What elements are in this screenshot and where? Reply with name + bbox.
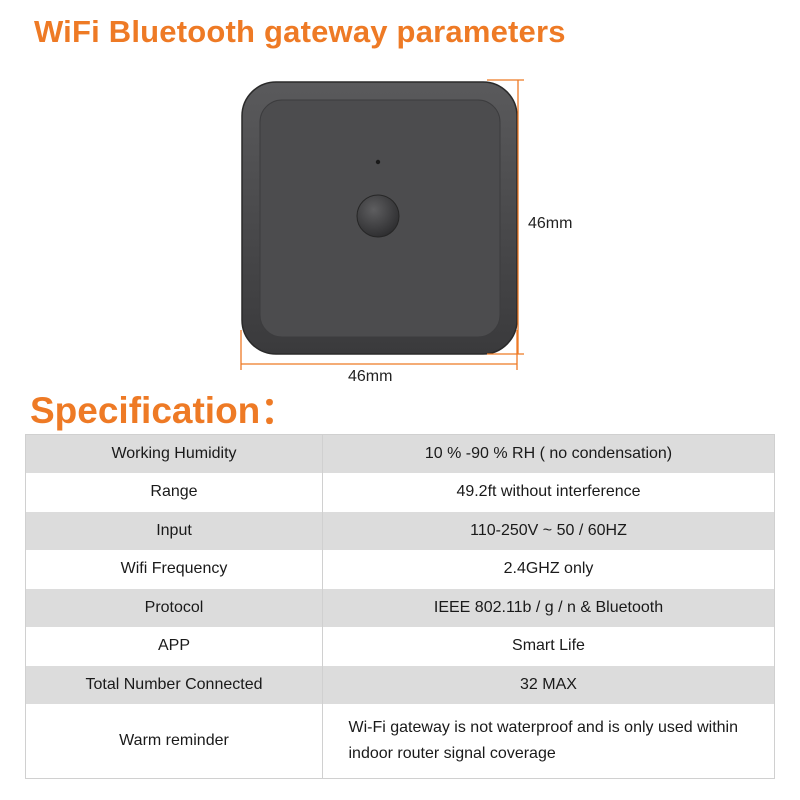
device-illustration: 46mm 46mm: [240, 79, 573, 385]
spec-value: 10 % -90 % RH ( no condensation): [322, 434, 775, 473]
spec-value: 32 MAX: [322, 665, 775, 704]
spec-label: Wifi Frequency: [25, 550, 323, 589]
specification-heading: Specification：: [30, 390, 298, 431]
page-title: WiFi Bluetooth gateway parameters: [34, 14, 566, 49]
table-row: Wifi Frequency 2.4GHZ only: [25, 550, 775, 589]
spec-value: IEEE 802.11b / g / n & Bluetooth: [322, 588, 775, 627]
spec-value-cell: Wi-Fi gateway is not waterproof and is o…: [322, 704, 775, 778]
table-row: Input 110-250V ~ 50 / 60HZ: [25, 511, 775, 550]
spec-value: 110-250V ~ 50 / 60HZ: [322, 511, 775, 550]
spec-label: Input: [25, 511, 323, 550]
table-row: Total Number Connected 32 MAX: [25, 665, 775, 704]
width-dimension-line: [240, 330, 518, 370]
device-button: [356, 194, 400, 238]
height-label: 46mm: [528, 215, 573, 232]
specification-table: Working Humidity 10 % -90 % RH ( no cond…: [25, 434, 775, 779]
spec-label: Range: [25, 473, 323, 512]
table-row: APP Smart Life: [25, 627, 775, 666]
table-row: Warm reminder Wi-Fi gateway is not water…: [25, 704, 775, 778]
spec-label: Working Humidity: [25, 434, 323, 473]
spec-value: 2.4GHZ only: [322, 550, 775, 589]
spec-value: 49.2ft without interference: [322, 473, 775, 512]
spec-label: Total Number Connected: [25, 665, 323, 704]
spec-label: APP: [25, 627, 323, 666]
gateway-device-image: [240, 79, 524, 370]
indicator-led: [375, 159, 381, 165]
spec-value: Wi-Fi gateway is not waterproof and is o…: [348, 718, 739, 762]
table-row: Protocol IEEE 802.11b / g / n & Bluetoot…: [25, 588, 775, 627]
table-row: Range 49.2ft without interference: [25, 473, 775, 512]
spec-value: Smart Life: [322, 627, 775, 666]
width-label: 46mm: [348, 368, 393, 385]
spec-label: Warm reminder: [25, 704, 323, 778]
table-row: Working Humidity 10 % -90 % RH ( no cond…: [25, 434, 775, 473]
height-dimension-line: [487, 79, 524, 355]
spec-label: Protocol: [25, 588, 323, 627]
